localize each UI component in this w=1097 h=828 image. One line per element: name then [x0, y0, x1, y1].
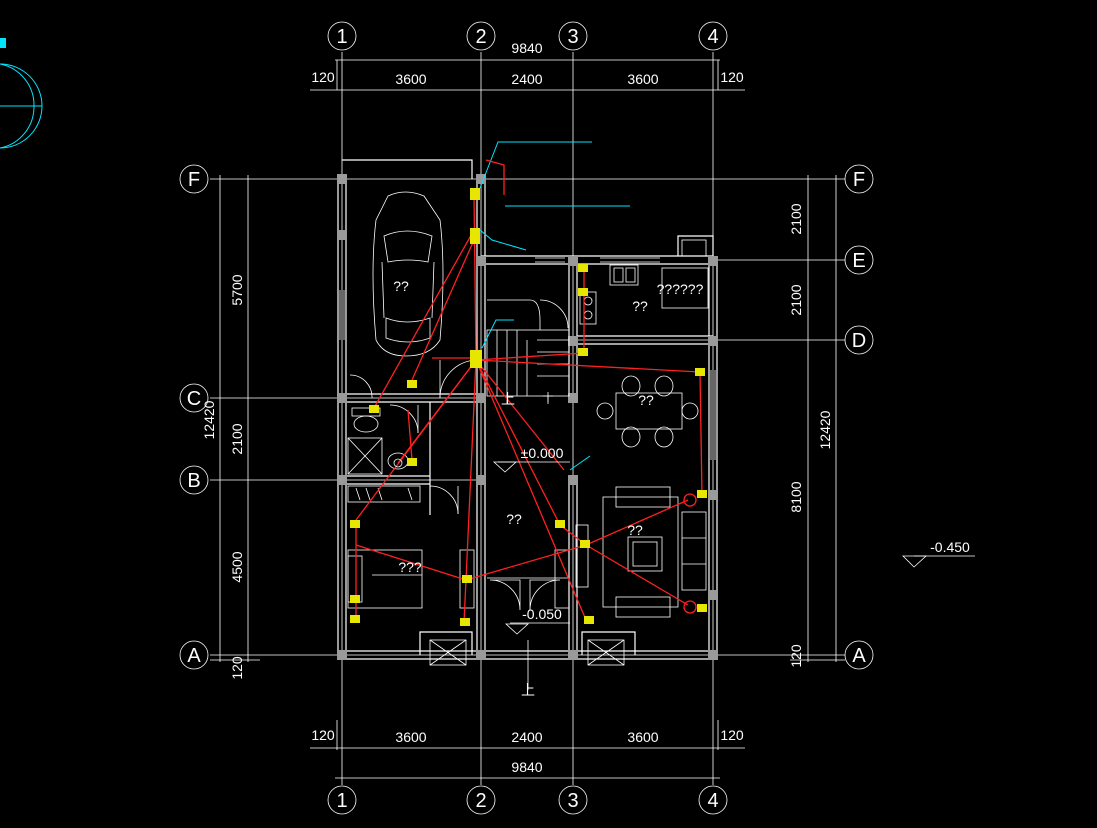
stair-up-mark: 上	[501, 391, 515, 407]
room-hall-label: ??	[506, 511, 522, 527]
elevation-outside-mark	[902, 555, 975, 568]
bottom-seg-1: 3600	[395, 729, 426, 745]
right-seg-2: 2100	[788, 284, 804, 315]
room-bedroom-label: ???	[398, 559, 422, 575]
right-seg-1: 2100	[788, 203, 804, 234]
top-seg-3: 3600	[627, 71, 658, 87]
axis-bottom-3: 3	[567, 790, 578, 812]
bottom-left-offset: 120	[311, 727, 335, 743]
left-seg-2: 2100	[229, 423, 245, 454]
row-grid-lines	[210, 178, 845, 661]
axis-right-D: D	[852, 330, 866, 352]
room-garage-label: ??	[393, 278, 409, 294]
electrical-wiring	[355, 159, 703, 623]
cyan-leaders	[479, 141, 630, 471]
bottom-total-dim: 9840	[511, 759, 542, 775]
garage-door	[349, 359, 478, 399]
axis-top-3: 3	[567, 26, 578, 48]
axis-bottom-4: 4	[707, 790, 718, 812]
bathroom-fixtures	[347, 404, 419, 475]
left-seg-3: 4500	[229, 551, 245, 582]
left-total-dim: 12420	[201, 400, 217, 439]
axis-left-B: B	[187, 470, 200, 492]
axis-left-A: A	[187, 645, 201, 667]
column-grid-lines	[336, 52, 719, 785]
right-bottom-offset: 120	[788, 644, 804, 668]
room-kitchen-label: ??	[632, 298, 648, 314]
room-dining-label: ??	[638, 392, 654, 408]
bottom-seg-3: 3600	[627, 729, 658, 745]
windows	[339, 257, 716, 460]
room-kitchen-sublabel: ??????	[657, 281, 704, 297]
top-left-offset: 120	[311, 69, 335, 85]
bottom-seg-2: 2400	[511, 729, 542, 745]
bedroom-furniture	[347, 485, 570, 609]
bottom-right-offset: 120	[720, 727, 744, 743]
structural-columns	[337, 174, 718, 660]
dining-table	[596, 375, 699, 448]
axis-left-C: C	[187, 388, 201, 410]
axis-bubbles-left: F C B A	[179, 164, 209, 670]
axis-bottom-2: 2	[475, 790, 486, 812]
top-seg-1: 3600	[395, 71, 426, 87]
axis-bubbles-bottom: 1 2 3 4	[327, 785, 728, 815]
right-seg-3: 8100	[788, 481, 804, 512]
walls	[337, 159, 718, 666]
axis-bottom-1: 1	[336, 790, 347, 812]
axis-top-1: 1	[336, 26, 347, 48]
axis-bubbles-right: F E D A	[844, 164, 874, 670]
top-total-dim: 9840	[511, 40, 542, 56]
elevation-outside: -0.450	[930, 539, 970, 555]
axis-bubbles-top: 1 2 3 4	[327, 21, 728, 51]
car-icon	[372, 191, 444, 357]
living-sofas	[575, 486, 707, 618]
top-seg-2: 2400	[511, 71, 542, 87]
compass-fragment	[0, 38, 43, 149]
room-living-label: ??	[627, 522, 643, 538]
entry-door	[487, 461, 569, 635]
top-right-offset: 120	[720, 69, 744, 85]
axis-top-2: 2	[475, 26, 486, 48]
electrical-devices	[350, 188, 707, 626]
axis-right-F: F	[853, 169, 865, 191]
elevation-floor: ±0.000	[521, 445, 564, 461]
axis-right-A: A	[852, 645, 866, 667]
axis-left-F: F	[188, 169, 200, 191]
elevation-entry: -0.050	[522, 606, 562, 622]
axis-right-E: E	[852, 250, 865, 272]
dimension-lines	[219, 59, 837, 779]
left-seg-1: 5700	[229, 274, 245, 305]
right-total-dim: 12420	[817, 410, 833, 449]
left-bottom-offset: 120	[229, 656, 245, 680]
axis-top-4: 4	[707, 26, 718, 48]
